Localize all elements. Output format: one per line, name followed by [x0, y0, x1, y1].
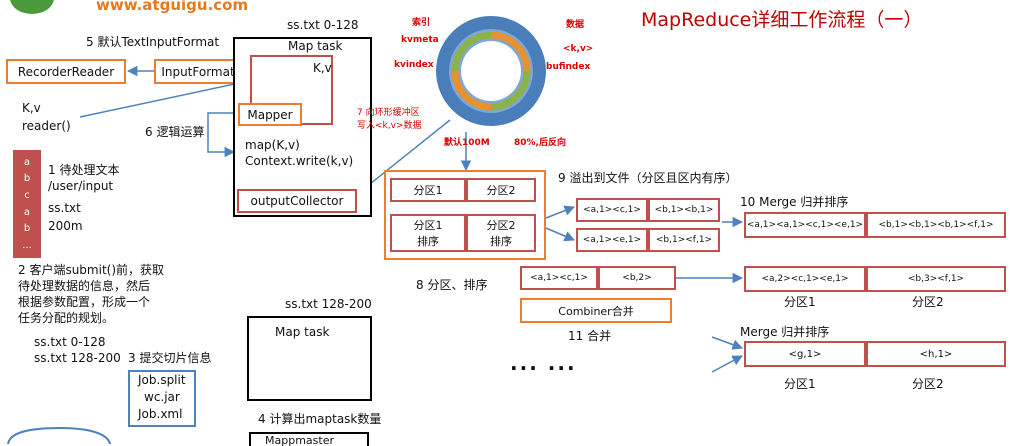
step2-line-3: 根据参数配置，形成一个 [18, 295, 151, 309]
reader-kv-label: K,v [22, 101, 41, 115]
partition2-cell: 分区2 [466, 178, 536, 202]
spill-row2-cell: <a,1><e,1> [576, 228, 648, 252]
arrow-merge2-bottom [711, 355, 743, 373]
kvmeta-label: kvmeta [401, 35, 439, 45]
input-letter: c [24, 190, 30, 202]
buffer-reverse-threshold: 80%,后反向 [514, 138, 566, 148]
input-file-block: a b c a b ... [13, 150, 41, 258]
maptask1-box [233, 37, 372, 217]
input-path: /user/input [48, 179, 114, 193]
arrow-logic-loop [207, 112, 238, 158]
spill-row1-cell: <b,1><b,1> [648, 198, 720, 222]
job-file: wc.jar [144, 390, 180, 404]
input-format-box: InputFormat [154, 59, 242, 84]
merge10-label: 10 Merge 归并排序 [740, 195, 849, 209]
merge2-partition2-label: 分区2 [912, 377, 944, 391]
merge10-cell: <a,1><a,1><c,1><e,1> [744, 212, 866, 238]
input-file-size: 200m [48, 219, 83, 233]
step7-line-2: 写入<k,v>数据 [357, 121, 422, 131]
maptask3-label-partial: Mappmaster [265, 434, 334, 446]
step2-line-4: 任务分配的规划。 [18, 311, 115, 325]
bufindex-label: bufindex [546, 62, 591, 72]
partition2-sort-cell: 分区2 排序 [466, 214, 536, 252]
maptask1-kv: K,v [313, 61, 332, 75]
partition1-cell: 分区1 [390, 178, 466, 202]
buffer-index-label: 索引 [412, 18, 431, 28]
step11-label: 11 合并 [568, 329, 612, 343]
combiner-input-cell: <a,1><c,1> [520, 266, 598, 290]
maptask2-file-range: ss.txt 128-200 [285, 297, 372, 311]
step8-label: 8 分区、排序 [416, 278, 488, 292]
reader-call-label: reader() [22, 119, 71, 133]
partition1-sort-cell: 分区1 排序 [390, 214, 466, 252]
arrow-partition-to-spill2 [545, 227, 575, 242]
merge10-cell: <b,1><b,1><b,1><f,1> [866, 212, 1006, 238]
split-2: ss.txt 128-200 [34, 351, 121, 365]
step7-line-1: 7 向环形缓冲区 [357, 108, 420, 118]
merge2-label: Merge 归并排序 [740, 325, 830, 339]
logo-text: www.atguigu.com [96, 0, 249, 14]
spill-row1-cell: <a,1><c,1> [576, 198, 648, 222]
buffer-data-label: 数据 [566, 20, 585, 30]
step2-line-2: 待处理数据的信息，然后 [18, 279, 151, 293]
step2-line-1: 2 客户端submit()前，获取 [18, 263, 165, 277]
combiner-partition2-label: 分区2 [912, 295, 944, 309]
step1-label: 1 待处理文本 [48, 163, 120, 177]
combiner-partition1-label: 分区1 [784, 295, 816, 309]
merge2-cell: <g,1> [744, 341, 866, 367]
input-letter: b [23, 173, 31, 185]
partition1-sort-line: 排序 [417, 235, 439, 248]
step4-label: 4 计算出maptask数量 [258, 412, 382, 426]
combiner-output-cell: <b,3><f,1> [866, 266, 1006, 292]
input-letter: a [23, 206, 31, 218]
ring-buffer-icon [436, 16, 546, 126]
input-letter: b [23, 223, 31, 235]
maptask2-box [247, 316, 372, 401]
job-files-box: Job.split wc.jar Job.xml [128, 370, 196, 427]
step6-label: 6 逻辑运算 [145, 125, 205, 139]
logo-icon [10, 0, 54, 14]
job-file: Job.xml [138, 407, 183, 421]
combiner-output-cell: <a,2><c,1><e,1> [744, 266, 866, 292]
partition1-sort-line: 分区1 [413, 219, 443, 232]
arrow-merge2-top [711, 336, 743, 350]
map-call-line-2: Context.write(k,v) [245, 154, 354, 168]
partition2-sort-line: 分区2 [486, 219, 516, 232]
client-oval-partial [7, 426, 111, 444]
buffer-default-size: 默认100M [444, 138, 490, 148]
merge2-cell: <h,1> [866, 341, 1006, 367]
partition-sort-frame [384, 170, 546, 260]
maptask1-label: Map task [288, 39, 343, 53]
step5-label: 5 默认TextInputFormat [86, 35, 220, 49]
map-call-line-1: map(K,v) [245, 138, 300, 152]
combiner-input-cell: <b,2> [598, 266, 676, 290]
partition2-sort-line: 排序 [490, 235, 512, 248]
arrow-partition-to-spill1 [545, 205, 575, 219]
mapper-box: Mapper [238, 103, 302, 126]
kvindex-label: kvindex [394, 60, 434, 70]
input-file-name: ss.txt [48, 201, 81, 215]
kv-pair-label: <k,v> [563, 44, 594, 54]
step9-label: 9 溢出到文件（分区且区内有序） [558, 171, 738, 185]
output-collector-box: outputCollector [237, 189, 357, 213]
job-file: Job.split [138, 373, 186, 387]
merge2-partition1-label: 分区1 [784, 377, 816, 391]
maptask2-label: Map task [275, 325, 330, 339]
combiner-box: Combiner合并 [520, 298, 672, 323]
ellipsis-text: ... ... [510, 351, 577, 375]
spill-row2-cell: <b,1><f,1> [648, 228, 720, 252]
maptask1-file-range: ss.txt 0-128 [287, 18, 359, 32]
input-letter: a [23, 156, 31, 168]
input-letter: ... [22, 240, 32, 252]
recorder-reader-box: RecorderReader [6, 59, 126, 84]
page-title: MapReduce详细工作流程（一） [641, 9, 923, 31]
step3-label: 3 提交切片信息 [128, 351, 212, 365]
maptask3-box-partial: Mappmaster [249, 432, 369, 446]
split-1: ss.txt 0-128 [34, 335, 106, 349]
